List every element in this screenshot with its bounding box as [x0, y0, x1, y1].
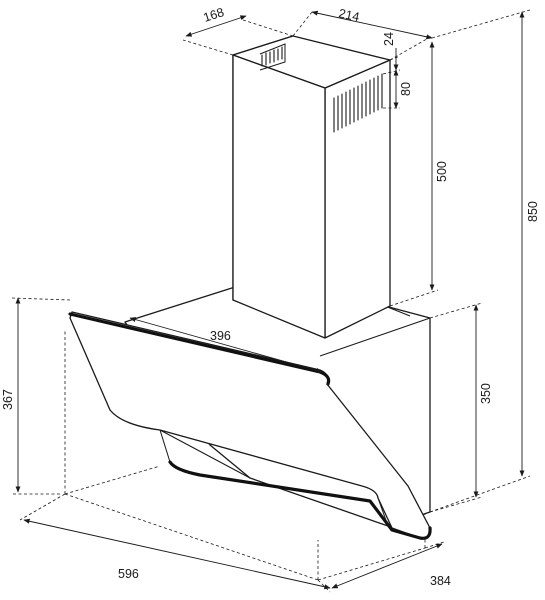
- dim-label-214: 214: [337, 6, 360, 24]
- vent-slots-right: [333, 73, 383, 133]
- dim-label-350: 350: [479, 383, 493, 404]
- dim-label-500: 500: [435, 161, 449, 182]
- chimney: [232, 35, 391, 339]
- dimension-labels: 168 214 24 80 500 850 396 350 367 596 38…: [1, 5, 540, 588]
- dim-label-384: 384: [430, 574, 451, 588]
- dim-label-80: 80: [399, 82, 413, 96]
- dim-label-596: 596: [118, 567, 139, 581]
- dimension-lines: [11, 9, 531, 593]
- dim-label-850: 850: [526, 201, 540, 222]
- vent-slots-left: [261, 46, 283, 67]
- dim-label-396: 396: [210, 329, 231, 343]
- dim-label-367: 367: [1, 389, 15, 410]
- dim-label-168: 168: [202, 5, 226, 25]
- dim-label-24: 24: [382, 32, 396, 46]
